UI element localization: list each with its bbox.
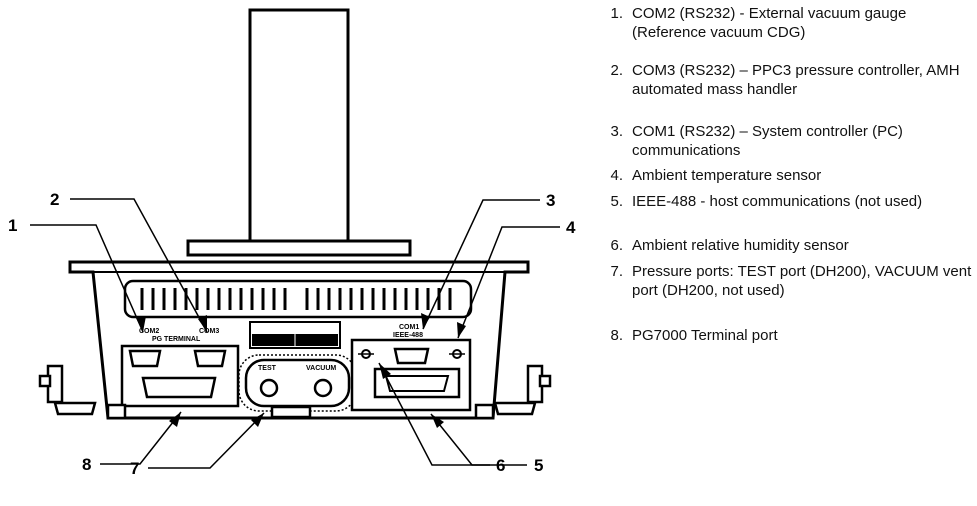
ieee488-label: IEEE-488	[393, 332, 423, 339]
callout-5: 5	[534, 456, 543, 475]
callout-2: 2	[50, 190, 59, 209]
legend-item: 3. COM1 (RS232) – System controller (PC) …	[597, 122, 975, 166]
legend-item: 4. Ambient temperature sensor	[597, 166, 975, 192]
legend-number: 3.	[610, 123, 623, 140]
legend-number: 2.	[610, 62, 623, 79]
com1-connector	[393, 347, 430, 365]
front-right-foot	[474, 403, 495, 420]
left-foot	[38, 364, 97, 416]
legend-number: 4.	[610, 167, 623, 184]
legend-item: 6. Ambient relative humidity sensor	[597, 236, 975, 262]
callout-6: 6	[496, 456, 505, 475]
legend-text: COM3 (RS232) – PPC3 pressure controller,…	[632, 62, 960, 98]
legend-number: 6.	[610, 237, 623, 254]
piston-column	[248, 8, 350, 246]
com3-label: COM3	[199, 328, 219, 335]
com2-connector	[128, 349, 162, 368]
port-bracket	[270, 405, 312, 419]
callout-4: 4	[566, 218, 576, 237]
legend-text: COM1 (RS232) – System controller (PC) co…	[632, 123, 903, 159]
legend-number: 8.	[610, 327, 623, 344]
legend-item: 1. COM2 (RS232) - External vacuum gauge (…	[597, 4, 975, 61]
callout-leaders	[30, 198, 560, 469]
vent-slots	[140, 288, 452, 310]
com2-label: COM2	[139, 328, 159, 335]
legend-text: Pressure ports: TEST port (DH200), VACUU…	[632, 263, 972, 299]
legend-text: Ambient relative humidity sensor	[632, 237, 849, 254]
legend-item: 5. IEEE-488 - host communications (not us…	[597, 192, 975, 236]
legend-number: 5.	[610, 193, 623, 210]
callout-3: 3	[546, 191, 555, 210]
legend-number: 1.	[610, 5, 623, 22]
legend-text: COM2 (RS232) - External vacuum gauge (Re…	[632, 5, 907, 41]
vacuum-port	[313, 378, 333, 398]
column-base-plate	[186, 239, 412, 257]
legend-number: 7.	[610, 263, 623, 280]
callout-1: 1	[8, 216, 17, 235]
com1-label: COM1	[399, 324, 419, 331]
callout-7: 7	[130, 459, 139, 478]
com3-connector	[193, 349, 227, 368]
device-rear-panel-diagram: COM2 COM3 PG TERMINAL TEST VACUUM COM1 I…	[8, 8, 576, 478]
legend-text: PG7000 Terminal port	[632, 327, 778, 344]
test-port	[259, 378, 279, 398]
legend-text: Ambient temperature sensor	[632, 167, 822, 184]
vacuum-port-label: VACUUM	[306, 365, 336, 372]
legend-item: 2. COM3 (RS232) – PPC3 pressure controlle…	[597, 61, 975, 122]
ieee488-socket	[384, 375, 450, 392]
right-foot	[493, 364, 552, 416]
callout-arrowheads	[136, 313, 466, 428]
test-port-label: TEST	[258, 365, 277, 372]
pg-terminal-label: PG TERMINAL	[152, 336, 201, 343]
legend-item: 7. Pressure ports: TEST port (DH200), VAC…	[597, 262, 975, 326]
front-left-foot	[106, 403, 127, 420]
vent-strip	[123, 279, 473, 319]
callout-8: 8	[82, 455, 91, 474]
legend-text: IEEE-488 - host communications (not used…	[632, 193, 923, 210]
legend-item: 8. PG7000 Terminal port	[597, 326, 975, 348]
pg-terminal-connector	[141, 376, 217, 399]
callout-legend: 1. COM2 (RS232) - External vacuum gauge (…	[597, 4, 975, 348]
